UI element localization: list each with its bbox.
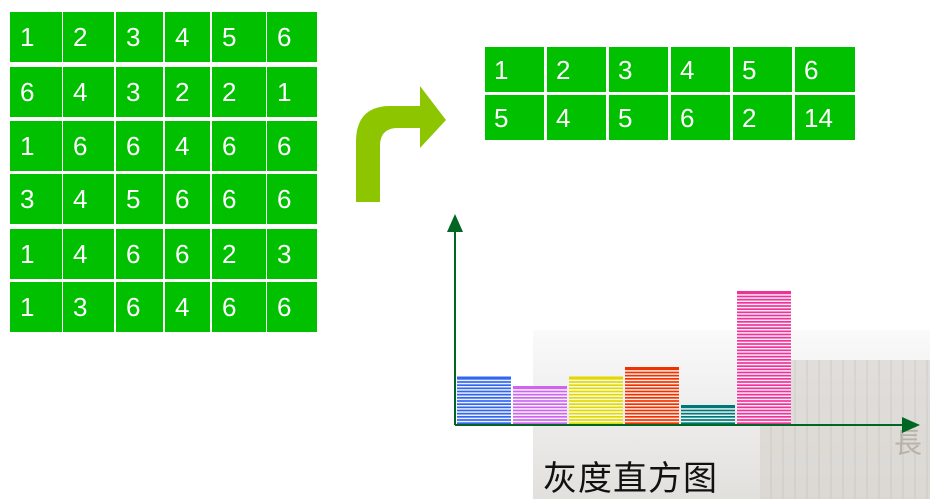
table-level-cell: 4 [671, 47, 730, 92]
matrix-cell: 2 [63, 12, 114, 62]
matrix-cell: 2 [165, 67, 210, 117]
matrix-cell: 6 [63, 121, 114, 171]
matrix-cell: 6 [267, 121, 317, 171]
matrix-cell: 6 [212, 282, 266, 332]
table-level-cell: 3 [609, 47, 668, 92]
table-level-cell: 6 [795, 47, 855, 92]
matrix-cell: 6 [267, 282, 317, 332]
table-level-cell: 2 [547, 47, 606, 92]
matrix-cell: 6 [116, 282, 163, 332]
matrix-cell: 6 [165, 229, 210, 279]
matrix-cell: 4 [165, 12, 210, 62]
matrix-cell: 6 [116, 121, 163, 171]
matrix-cell: 2 [212, 229, 266, 279]
table-count-cell: 6 [671, 95, 730, 140]
histogram-bar [457, 376, 511, 424]
matrix-cell: 3 [63, 282, 114, 332]
table-count-cell: 14 [795, 95, 855, 140]
table-count-cell: 4 [547, 95, 606, 140]
table-count-cell: 5 [609, 95, 668, 140]
matrix-cell: 6 [165, 174, 210, 224]
matrix-cell: 1 [10, 282, 62, 332]
matrix-cell: 5 [116, 174, 163, 224]
histogram-bar [569, 376, 623, 424]
table-level-cell: 1 [485, 47, 544, 92]
matrix-cell: 3 [116, 12, 163, 62]
matrix-cell: 1 [10, 12, 62, 62]
matrix-cell: 4 [63, 174, 114, 224]
matrix-cell: 2 [212, 67, 266, 117]
matrix-cell: 6 [10, 67, 62, 117]
table-count-cell: 2 [733, 95, 792, 140]
matrix-cell: 6 [212, 174, 266, 224]
matrix-cell: 1 [267, 67, 317, 117]
matrix-cell: 5 [212, 12, 266, 62]
matrix-cell: 4 [165, 121, 210, 171]
matrix-cell: 1 [10, 121, 62, 171]
matrix-cell: 3 [10, 174, 62, 224]
histogram-bar [681, 405, 735, 424]
matrix-cell: 3 [267, 229, 317, 279]
table-level-cell: 5 [733, 47, 792, 92]
chart-caption: 灰度直方图 [543, 459, 718, 499]
matrix-cell: 3 [116, 67, 163, 117]
matrix-cell: 6 [116, 229, 163, 279]
histogram-bar [513, 386, 567, 424]
table-count-cell: 5 [485, 95, 544, 140]
curved-arrow-icon [356, 86, 446, 202]
matrix-cell: 4 [165, 282, 210, 332]
matrix-cell: 1 [10, 229, 62, 279]
matrix-cell: 6 [212, 121, 266, 171]
matrix-cell: 6 [267, 174, 317, 224]
histogram-bar [737, 291, 791, 424]
histogram-bar [625, 367, 679, 424]
matrix-cell: 4 [63, 229, 114, 279]
matrix-cell: 6 [267, 12, 317, 62]
matrix-cell: 4 [63, 67, 114, 117]
